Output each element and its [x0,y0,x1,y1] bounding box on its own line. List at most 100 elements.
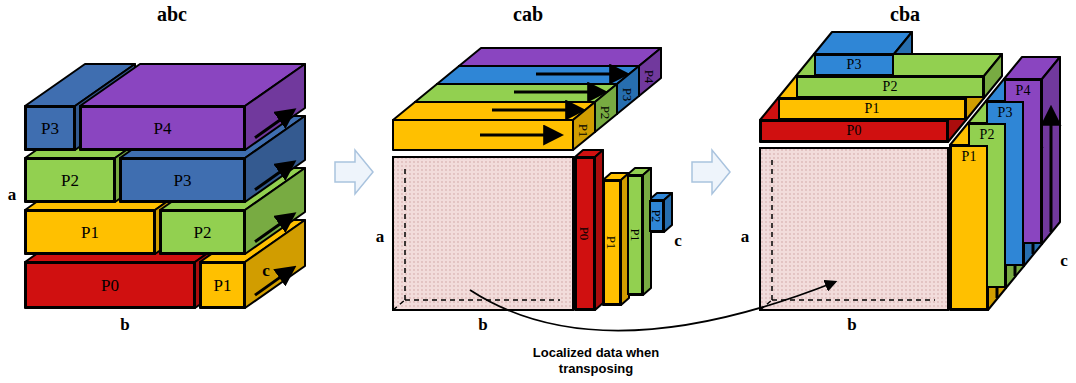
axis-label: a [376,228,385,245]
slab-face [649,200,664,232]
slab-face: P1 [200,262,245,308]
process-label: P3 [41,120,59,137]
slab-face [25,262,195,308]
process-label: P3 [847,58,862,72]
slab-face [25,210,155,254]
axis-label: a [8,186,17,203]
process-label: P0 [578,227,591,241]
process-label: P0 [101,277,119,294]
slab-face [796,76,984,98]
slab-face [984,54,1002,98]
process-label: P2 [194,224,212,241]
direction-arrow [514,91,604,94]
slab-face: P2 [649,200,664,232]
slab-face [760,98,966,120]
direction-arrow [255,163,293,190]
step-arrow [692,150,730,194]
direction-arrow [480,134,560,137]
process-label: P2 [651,210,663,223]
slab-face [415,84,617,102]
process-label: P3 [998,106,1013,120]
slab-face: P0 [25,262,195,308]
process-label: P1 [214,277,232,294]
slab-face [120,158,245,202]
slab-face: P3 [120,158,245,202]
slab-face [160,210,245,254]
process-label: P3 [174,172,192,189]
process-label: P3 [621,87,634,101]
slab-face [627,175,643,295]
slab-face: P3 [25,106,75,150]
slab-face [950,145,988,310]
slab-face [778,98,966,120]
slab-face: P2 [25,158,115,202]
transpose-arrow [470,282,835,331]
direction-arrow [492,109,582,112]
slab-face [639,48,661,96]
axis-label: c [1060,252,1068,269]
axis-label: c [674,232,682,249]
process-label: P2 [980,128,995,142]
axis-label: b [120,316,129,333]
axis-label: b [847,316,856,333]
axis-label: b [478,316,487,333]
process-label: P1 [629,229,641,242]
slab-face: P1 [950,145,988,310]
slab-face: P4 [80,106,245,150]
process-label: P4 [643,69,656,83]
local-block [393,157,573,310]
axis-label: a [741,228,750,245]
hidden-edge [760,158,935,310]
layout-title: cba [890,4,920,24]
process-label: P2 [883,80,898,94]
slab-face: P0 [575,157,595,310]
slab-face [603,180,621,305]
slab-face [80,106,245,150]
direction-arrow [255,111,293,138]
slab-face [437,66,639,84]
slab-face: P0 [760,120,948,142]
process-label: P1 [605,236,618,250]
local-block [760,148,948,310]
slab-face [664,193,672,232]
slab-face: P1 [603,180,621,305]
layout-title: cab [513,4,543,24]
slab-face [595,150,603,310]
slab-face [575,157,595,310]
slab-face [760,120,948,142]
process-label: P0 [847,124,862,138]
direction-arrow [1050,109,1053,232]
slab-face: P1 [627,175,643,295]
slab-face: P2 [595,94,617,130]
slab-face: P4 [639,58,661,94]
slab-face: P3 [617,76,639,112]
slab-face [459,48,661,66]
slab-face [393,102,595,120]
slab-face: P1 [778,98,966,120]
slab-face [1042,57,1060,244]
direction-arrow [255,268,293,295]
layout-title: abc [157,4,187,24]
step-arrow [335,150,373,194]
process-label: P1 [81,224,99,241]
slab-face [778,76,984,98]
slab-face [245,64,305,150]
process-label: P1 [865,102,880,116]
process-label: P2 [61,172,79,189]
slab-face: P2 [796,76,984,98]
slab-face [25,158,115,202]
process-label: P4 [154,120,172,137]
slab-face: P3 [814,54,894,76]
process-label: P4 [1016,84,1031,98]
slab-face: P1 [573,112,595,148]
slab-face [814,54,894,76]
slab-face: P2 [160,210,245,254]
process-label: P1 [962,150,977,164]
process-label: P2 [599,105,612,119]
slab-face [25,106,75,150]
direction-arrow [255,215,293,242]
slab-face [796,54,1002,76]
hidden-edge [393,168,560,310]
axis-label: c [262,262,270,279]
